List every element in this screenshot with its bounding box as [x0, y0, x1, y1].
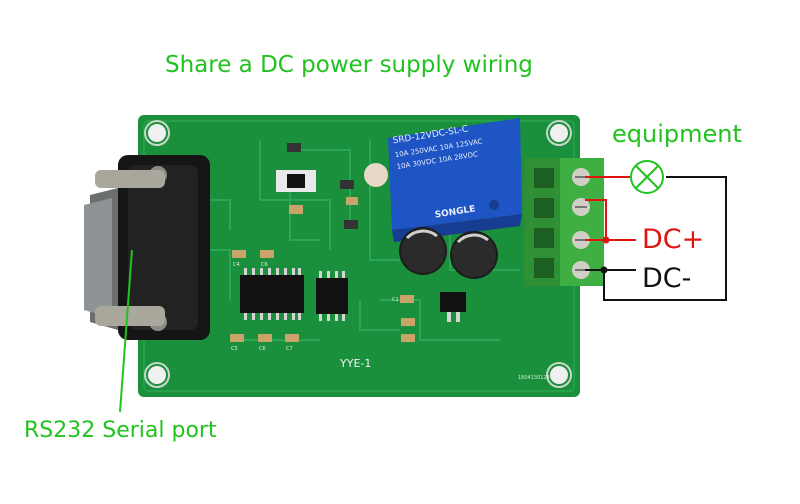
electrolytic-capacitors [399, 227, 498, 279]
wire-jumper [585, 199, 607, 240]
wiring [585, 176, 727, 301]
wire-equipment-return [603, 176, 727, 301]
mark-c4: C4 [233, 262, 240, 268]
mark-c7: C7 [286, 346, 293, 352]
terminal-block [524, 158, 604, 286]
lamp-icon [630, 160, 664, 194]
mark-c1: C1 [392, 297, 399, 303]
mark-c5: C5 [231, 346, 238, 352]
serial-port-pointer [119, 249, 133, 413]
serial-port-label: RS232 Serial port [24, 418, 217, 443]
mcu-ic [316, 271, 348, 321]
wiring-title: Share a DC power supply wiring [165, 52, 533, 78]
db9-serial-connector [84, 155, 210, 340]
terminal-screws [572, 168, 590, 279]
component-marks: C4 C6 C5 C6 C7 C1 [231, 262, 399, 352]
smd-components [230, 143, 466, 342]
dc-minus-label: DC- [642, 263, 692, 294]
board-silkscreen-label: YYE-1 [340, 357, 372, 370]
dc-plus-label: DC+ [642, 224, 705, 255]
mounting-holes [144, 120, 572, 388]
board-serial-code: 1804130124 [518, 375, 550, 381]
mark-c6a: C6 [261, 262, 268, 268]
mark-c6b: C6 [259, 346, 266, 352]
pcb-traces [200, 140, 520, 341]
equipment-label: equipment [612, 120, 742, 148]
driver-ic [240, 268, 304, 320]
